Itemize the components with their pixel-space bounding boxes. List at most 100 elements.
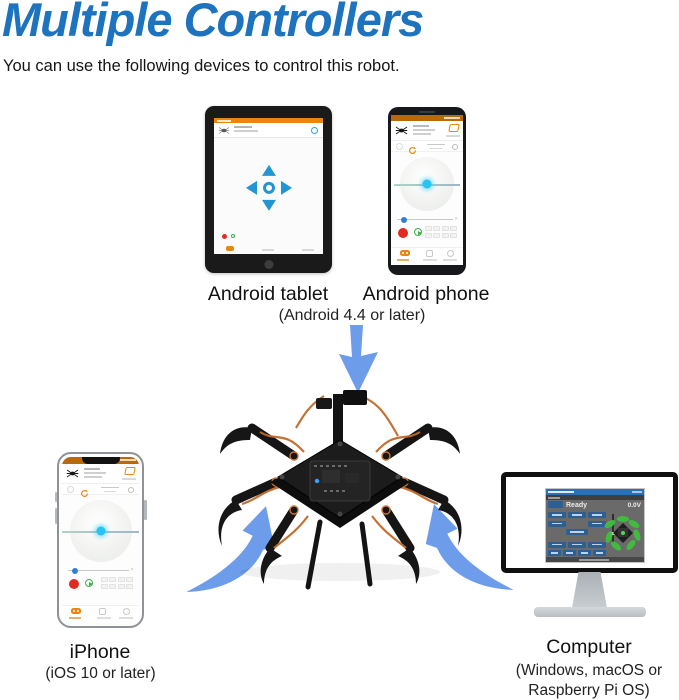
iphone-app-screen: ›: [62, 457, 139, 623]
phone-statusbar: [391, 115, 463, 121]
slider-arrow-icon: ›: [455, 216, 457, 222]
tablet-statusbar: [214, 118, 323, 123]
nav-label-bar: [423, 259, 438, 261]
action-keypad: [100, 577, 133, 589]
robot-3d-view: [604, 516, 641, 551]
speed-slider: ›: [68, 567, 133, 574]
control-buttons-row: [397, 226, 457, 242]
brand-mark-icon: [124, 467, 136, 475]
slider-arrow-icon: ›: [131, 567, 133, 573]
monitor-screen: Ready 0.0V: [501, 472, 678, 573]
dpad-center-ring: [262, 181, 275, 194]
gamepad-tab-icon: [399, 250, 410, 256]
toolbar-text-line: [103, 490, 116, 493]
iphone-notch: [81, 457, 120, 464]
nav-label-bar: [96, 617, 111, 619]
down-arrow-icon: [339, 325, 378, 393]
play-dot-icon: [231, 234, 235, 238]
header-text-line: [413, 129, 435, 131]
statusbar-icons: [217, 119, 231, 122]
nav-label-bar: [443, 259, 458, 261]
control-buttons-row: [68, 577, 133, 593]
android-tablet-device: [205, 106, 332, 273]
stop-button-icon: [69, 579, 79, 589]
phone-app-screen: ›: [391, 115, 463, 265]
iphone-device: ›: [54, 452, 147, 628]
dpad-up-icon: [261, 164, 276, 176]
iphone-label: iPhone: [69, 641, 131, 663]
iphone-requirement-label: (iOS 10 or later): [45, 665, 156, 682]
header-text-line: [84, 472, 106, 474]
desktop-app-window: Ready 0.0V: [545, 488, 645, 563]
tablet-footer: [214, 232, 323, 254]
connect-button: [548, 501, 563, 508]
header-text-line: [413, 133, 431, 135]
dpad-down-icon: [261, 199, 276, 211]
slider-knob: [72, 567, 78, 574]
tablet-app-header: [214, 123, 323, 138]
joystick-knob: [96, 526, 105, 536]
page-subtitle: You can use the following devices to con…: [3, 57, 400, 75]
toolbar-text-line: [429, 147, 442, 150]
header-text-line: [234, 126, 252, 128]
android-phone-label: Android phone: [362, 283, 490, 305]
header-text-line: [122, 478, 136, 480]
curved-arrow-right-icon: [425, 504, 514, 590]
app-toolbar: [391, 141, 463, 154]
play-button-icon: [414, 228, 422, 236]
menubar-text-bar: [548, 496, 560, 499]
settings-tab-icon: [447, 250, 455, 257]
app-bottom-nav: [62, 605, 139, 621]
crosshair-icon: [67, 486, 74, 493]
dpad-left-icon: [245, 180, 257, 195]
nav-label-bar: [118, 617, 133, 619]
window-controls: [632, 491, 642, 493]
refresh-icon: [80, 485, 89, 503]
android-tablet-label: Android tablet: [207, 283, 329, 305]
toolbar-text-line: [100, 486, 119, 489]
statusbar-icons: [120, 459, 136, 461]
direction-pad: [245, 164, 292, 211]
voltage-readout: 0.0V: [627, 502, 641, 509]
height-slider: [610, 514, 616, 544]
window-titlebar: [546, 489, 644, 495]
tablet-app-screen: [214, 118, 323, 254]
page-title: Multiple Controllers: [2, 0, 424, 46]
window-menubar: [546, 495, 644, 500]
app-bottom-nav: [391, 247, 463, 263]
brand-mark-icon: [448, 124, 460, 132]
computer-requirement-label: (Windows, macOS or Raspberry Pi OS): [515, 662, 663, 700]
stop-button-icon: [398, 228, 408, 238]
bluetooth-status-icon: [311, 126, 318, 134]
monitor-stand-base: [533, 607, 646, 617]
statusbar-text-bar: [579, 558, 610, 561]
nav-label-bar: [68, 617, 81, 619]
app-toolbar: [62, 484, 139, 497]
header-text-line: [234, 130, 258, 132]
monitor-stand-neck: [572, 572, 607, 608]
titlebar-text-bar: [548, 491, 574, 493]
slider-knob: [401, 216, 407, 223]
moves-tab-icon: [425, 250, 433, 257]
app-header: [391, 121, 463, 141]
iphone-side-button: [144, 500, 147, 520]
iphone-side-button: [54, 508, 57, 524]
header-text-line: [446, 135, 460, 137]
gear-icon: [128, 486, 134, 493]
gamepad-tab-icon: [71, 608, 82, 614]
header-text-line: [84, 476, 102, 478]
window-statusbar: [546, 557, 644, 562]
slider-track: [68, 570, 129, 571]
command-button-grid: [548, 512, 606, 559]
status-text: Ready: [566, 502, 588, 509]
joystick-pad: [62, 500, 139, 562]
statusbar-icons: [444, 117, 460, 119]
footer-hint-bar: [302, 249, 315, 251]
refresh-icon: [408, 142, 417, 160]
action-keypad: [424, 226, 457, 238]
hexapod-robot-photo: [218, 390, 462, 590]
android-phone-device: ›: [388, 107, 466, 275]
header-text-line: [84, 468, 100, 470]
spider-logo-icon: [395, 125, 408, 136]
computer-label: Computer: [546, 636, 632, 658]
